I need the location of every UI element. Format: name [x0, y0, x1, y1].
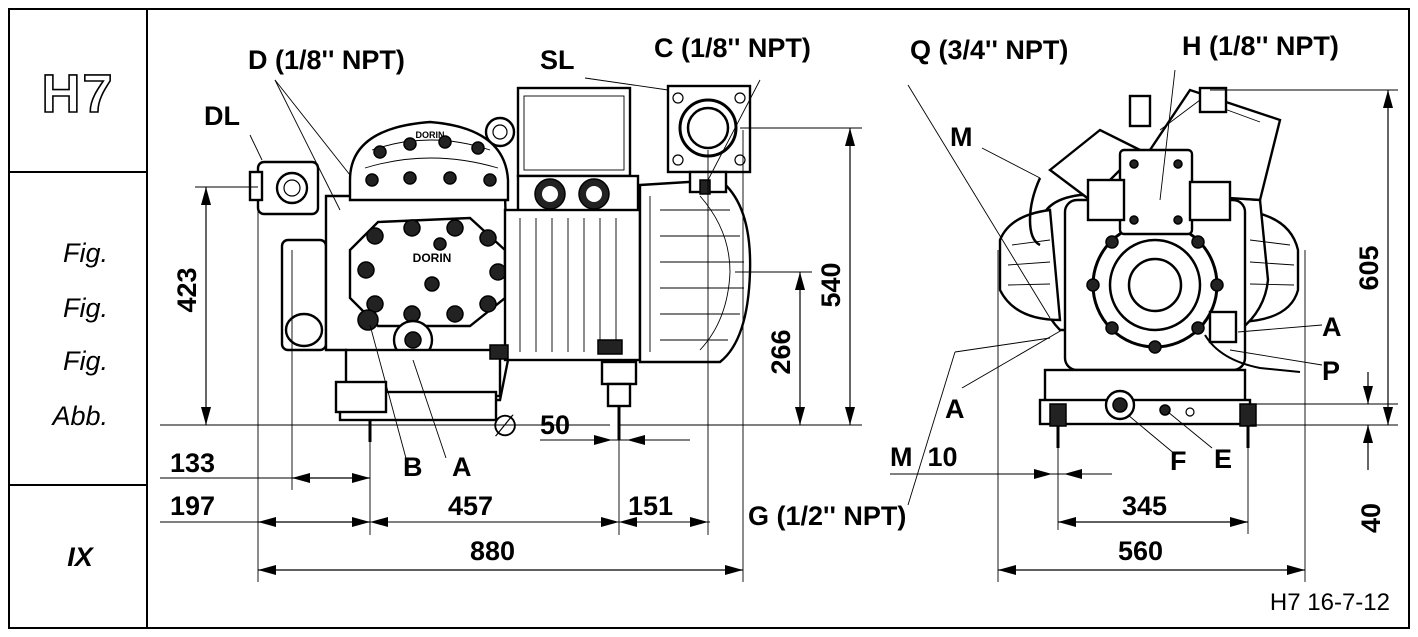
drawing-frame — [8, 8, 1410, 629]
callout-G: G (1/2'' NPT) — [748, 501, 906, 531]
diameter-symbol: ∅ — [492, 410, 518, 443]
callout-M-top: M — [950, 122, 973, 152]
dim-151: 151 — [628, 491, 673, 521]
dimension-lines — [160, 89, 1398, 582]
callout-F: F — [1170, 446, 1187, 476]
callout-H: H (1/8'' NPT) — [1182, 31, 1339, 61]
dim-457: 457 — [448, 491, 493, 521]
callout-D: D (1/8'' NPT) — [248, 45, 405, 75]
callout-SL: SL — [540, 45, 575, 75]
leader-lines — [249, 69, 1323, 506]
dim-540: 540 — [816, 262, 846, 307]
callout-A-side-right: A — [1322, 312, 1342, 342]
fig-label-2: Fig. — [63, 293, 108, 323]
compressor-side-view — [998, 86, 1301, 448]
callout-C: C (1/8'' NPT) — [654, 33, 811, 63]
dim-560: 560 — [1118, 536, 1163, 566]
dim-266: 266 — [766, 329, 796, 374]
callout-B-front: B — [403, 452, 423, 482]
dim-605: 605 — [1354, 245, 1384, 290]
callout-E: E — [1214, 444, 1232, 474]
callout-Q: Q (3/4'' NPT) — [910, 35, 1068, 65]
fig-label-4: Abb. — [50, 401, 108, 431]
dim-345: 345 — [1122, 491, 1167, 521]
section-label: IX — [67, 542, 95, 572]
dim-197: 197 — [170, 491, 215, 521]
svg-text:DORIN: DORIN — [413, 251, 452, 265]
fig-label-3: Fig. — [63, 346, 108, 376]
fig-label-1: Fig. — [63, 238, 108, 268]
callout-P: P — [1322, 356, 1340, 386]
callout-DL: DL — [204, 101, 240, 131]
model-code: H7 — [41, 64, 114, 124]
compressor-front-view: DORIN DORIN — [248, 84, 752, 442]
dim-40: 40 — [1356, 503, 1386, 533]
dim-880: 880 — [470, 536, 515, 566]
dim-133: 133 — [170, 448, 215, 478]
dim-423: 423 — [172, 267, 202, 312]
svg-text:DORIN: DORIN — [416, 130, 445, 140]
drawing-reference: H7 16-7-12 — [1270, 589, 1390, 616]
callout-A-side-left: A — [945, 394, 965, 424]
callout-A-front: A — [452, 452, 472, 482]
callout-M10: M 10 — [890, 442, 958, 472]
dim-50: 50 — [540, 410, 570, 440]
